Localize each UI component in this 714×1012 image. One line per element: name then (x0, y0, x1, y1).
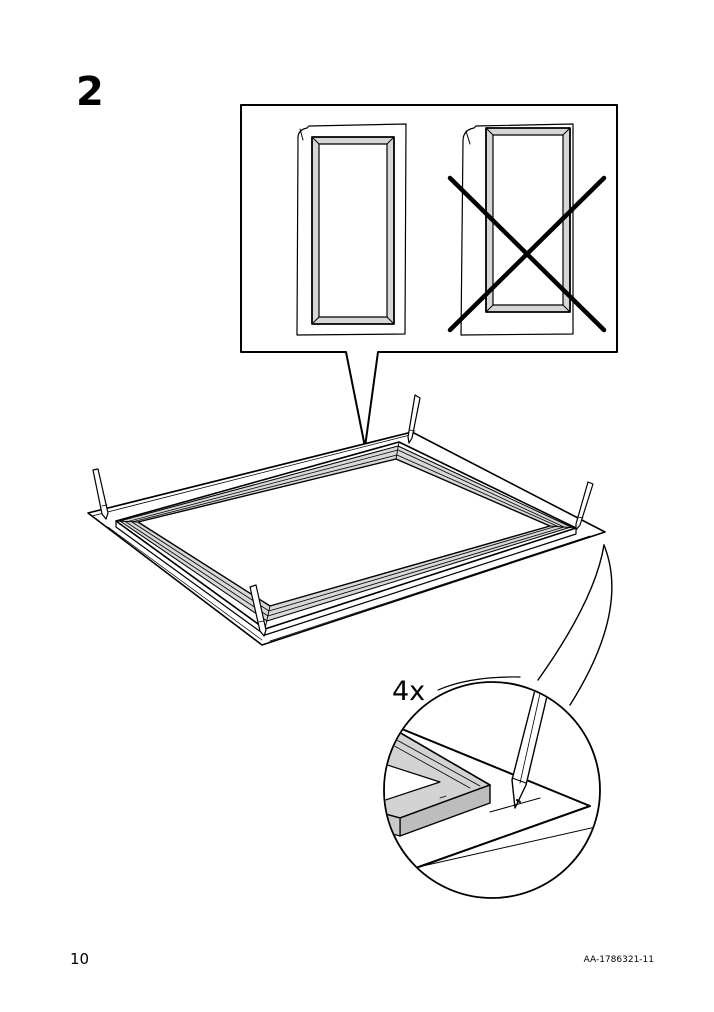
document-code: AA-1786321-11 (583, 955, 654, 965)
page-number: 10 (70, 950, 90, 968)
picture-frame (107, 441, 591, 642)
cross-icon (447, 175, 607, 333)
pencil-icon (92, 394, 594, 637)
correct-frame-icon (296, 123, 407, 336)
step-number: 2 (76, 69, 104, 115)
quantity-label: 4x (392, 676, 426, 707)
detail-callout (383, 544, 613, 899)
comparison-panel (240, 104, 618, 448)
